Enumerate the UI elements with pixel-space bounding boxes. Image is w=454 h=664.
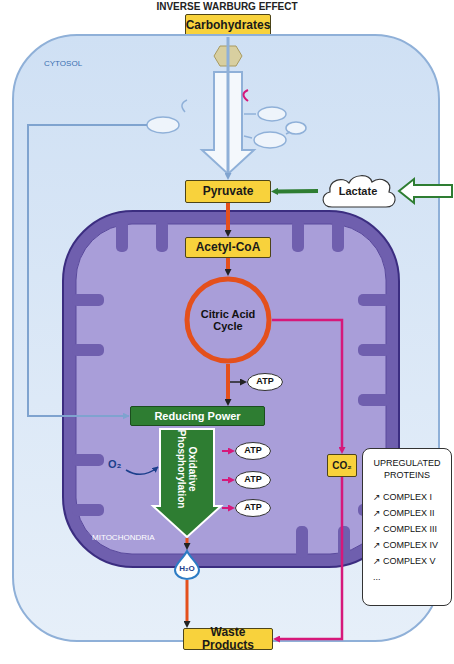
crista	[338, 526, 350, 558]
mitochondrion-outline: MITOCHONDRIA Acetyl-CoA Citric Acid CycleA…	[62, 210, 400, 568]
cloud-outline	[323, 176, 395, 207]
crista	[72, 294, 104, 306]
crista	[358, 294, 390, 306]
pathway-line	[286, 132, 290, 134]
node-label: ATP	[244, 475, 261, 485]
pathway-curl	[244, 90, 249, 101]
flow-arrow	[226, 258, 230, 269]
water-drop: H₂O	[173, 550, 201, 580]
list-item: ↗ COMPLEX II	[369, 505, 435, 521]
atp-ellipse: ATP	[235, 442, 271, 460]
list-item: ↗ COMPLEX III	[369, 521, 437, 537]
node-label: Citric Acid Cycle	[195, 308, 261, 332]
list-heading: UPREGULATED PROTEINS	[369, 457, 445, 481]
flow-arrow	[227, 37, 230, 173]
atp-outline	[236, 443, 271, 460]
crista	[296, 526, 308, 558]
crista	[292, 220, 304, 252]
node-label: ATP	[256, 377, 273, 387]
flow-arrow	[272, 320, 342, 447]
crista	[358, 394, 390, 406]
cycle-circle	[187, 279, 269, 361]
flow-arrow	[280, 477, 342, 639]
diagram-title: INVERSE WARBURG EFFECT	[0, 1, 454, 12]
node-label: ATP	[244, 446, 261, 456]
node-label: Acetyl-CoA	[196, 241, 261, 254]
flow-arrow	[278, 189, 318, 193]
intermediate-ellipse	[147, 117, 179, 133]
node-label: Lactate	[339, 185, 378, 197]
metabolite-box: Pyruvate	[185, 180, 271, 203]
pathway-line	[244, 113, 256, 115]
metabolite-box: Acetyl-CoA	[185, 237, 271, 258]
matrix	[76, 224, 386, 554]
cycle-ring: Citric Acid Cycle	[184, 276, 272, 364]
outer-membrane	[63, 211, 399, 567]
species-label: O₂	[108, 458, 121, 470]
intermediate-ellipse	[254, 132, 286, 148]
node-label: Oxidative Phosphorylation	[176, 425, 198, 513]
crista	[72, 344, 104, 356]
node-label: CYTOSOL	[44, 60, 82, 69]
input-box: Carbohydrates	[185, 14, 271, 37]
sugar-hexagon	[214, 46, 242, 66]
intermediate-ellipse	[286, 122, 306, 134]
drop-outline	[175, 551, 199, 579]
node-label: ATP	[244, 503, 261, 513]
crista	[72, 454, 104, 466]
atp-outline	[236, 472, 271, 489]
node-label: Waste Products	[184, 626, 272, 652]
oxphos-arrow: Oxidative Phosphorylation	[152, 428, 222, 538]
list-item: ↗ COMPLEX I	[369, 489, 432, 505]
flow-arrow	[186, 580, 189, 621]
crista	[332, 220, 344, 252]
atp-ellipse: ATP	[235, 471, 271, 489]
node-label: Reducing Power	[154, 410, 240, 422]
output-box: Waste Products	[183, 628, 273, 650]
flow-arrow	[186, 538, 189, 543]
node-label: Carbohydrates	[186, 19, 271, 32]
node-label: Pyruvate	[203, 185, 254, 198]
flow-arrow	[222, 450, 228, 452]
atp-ellipse: ATP	[235, 499, 271, 517]
crista	[358, 344, 390, 356]
flow-arrow	[226, 364, 230, 399]
crista	[72, 504, 104, 516]
flow-arrow	[222, 479, 228, 481]
oxygen-arrow	[126, 467, 158, 474]
flow-arrow	[226, 203, 230, 230]
protein-list-box: UPREGULATED PROTEINS↗ COMPLEX I↗ COMPLEX…	[362, 448, 452, 606]
list-item: ↗ COMPLEX V	[369, 553, 436, 569]
intermediate-ellipse	[258, 107, 286, 121]
flow-arrow	[228, 364, 240, 382]
crista	[156, 220, 168, 252]
node-label: MITOCHONDRIA	[92, 534, 155, 543]
reducing-power-box: Reducing Power	[130, 406, 265, 426]
nadh-shuttle-line	[28, 125, 147, 416]
flow-arrow	[222, 507, 228, 509]
lactate-import-arrow	[399, 179, 452, 203]
mitochondrion-outline	[62, 210, 400, 568]
glycolysis-arrow	[202, 72, 254, 174]
pathway-curl	[182, 100, 187, 112]
pathway-line	[244, 136, 252, 138]
node-label: CO₂	[332, 460, 351, 471]
atp-outline	[236, 500, 271, 517]
atp-outline	[248, 374, 283, 391]
node-label: H₂O	[179, 556, 195, 574]
product-box: CO₂	[327, 454, 357, 477]
list-item: ↗ COMPLEX IV	[369, 537, 438, 553]
crista	[116, 220, 128, 252]
atp-ellipse: ATP	[247, 373, 283, 391]
lactate-cloud: Lactate	[318, 172, 398, 210]
list-item: ...	[369, 569, 381, 585]
